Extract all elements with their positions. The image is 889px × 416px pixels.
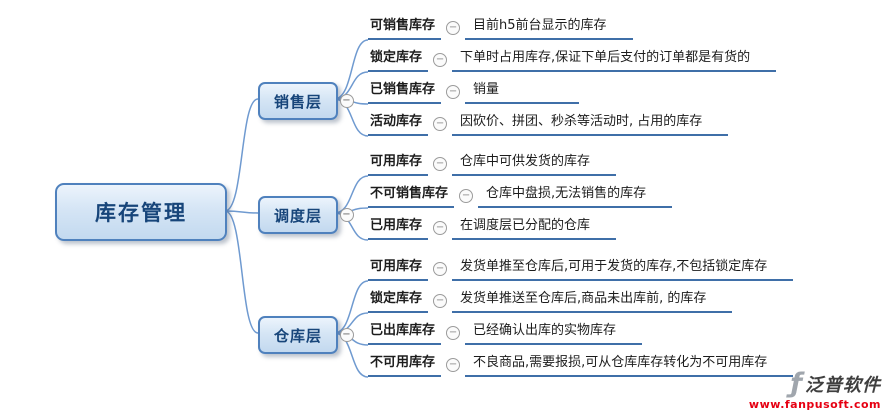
root-node[interactable]: 库存管理: [55, 183, 227, 241]
leaf-row: 活动库存 − 因砍价、拼团、秒杀等活动时, 占用的库存: [368, 114, 729, 136]
leaf-label: 已销售库存: [368, 82, 442, 104]
leaf-label: 不可用库存: [368, 355, 442, 377]
leaf-desc: 因砍价、拼团、秒杀等活动时, 占用的库存: [452, 114, 729, 136]
leaf-row: 锁定库存 − 下单时占用库存,保证下单后支付的订单都是有货的: [368, 50, 777, 72]
collapse-icon[interactable]: −: [433, 53, 448, 67]
branch-label: 销售层: [273, 92, 322, 111]
branch-dispatch-layer[interactable]: 调度层 −: [258, 196, 354, 234]
leaf-label: 可销售库存: [368, 18, 442, 40]
leaf-row: 可销售库存 − 目前h5前台显示的库存: [368, 18, 633, 40]
leaf-desc: 在调度层已分配的仓库: [452, 218, 617, 240]
leaf-row: 已销售库存 − 销量: [368, 82, 580, 104]
leaf-desc: 发货单推至仓库后,可用于发货的库存,不包括锁定库存: [452, 259, 794, 281]
leaf-row: 可用库存 − 发货单推至仓库后,可用于发货的库存,不包括锁定库存: [368, 259, 794, 281]
leaf-row: 已用库存 − 在调度层已分配的仓库: [368, 218, 617, 240]
collapse-icon[interactable]: −: [446, 21, 461, 35]
collapse-icon[interactable]: −: [433, 294, 448, 308]
root-label: 库存管理: [95, 201, 187, 225]
collapse-icon[interactable]: −: [446, 326, 461, 340]
collapse-icon[interactable]: −: [433, 157, 448, 171]
leaf-desc: 下单时占用库存,保证下单后支付的订单都是有货的: [452, 50, 777, 72]
leaf-row: 已出库库存 − 已经确认出库的实物库存: [368, 323, 643, 345]
leaf-desc: 仓库中可供发货的库存: [452, 154, 617, 176]
leaf-desc: 发货单推送至仓库后,商品未出库前, 的库存: [452, 291, 733, 313]
collapse-icon[interactable]: −: [446, 358, 461, 372]
leaf-desc: 已经确认出库的实物库存: [465, 323, 643, 345]
collapse-icon[interactable]: −: [433, 117, 448, 131]
leaf-label: 不可销售库存: [368, 186, 455, 208]
branch-warehouse-layer[interactable]: 仓库层 −: [258, 316, 354, 354]
collapse-icon[interactable]: −: [340, 94, 354, 108]
leaf-desc: 不良商品,需要报损,可从仓库库存转化为不可用库存: [465, 355, 794, 377]
leaf-label: 已用库存: [368, 218, 429, 240]
leaf-desc: 销量: [465, 82, 580, 104]
watermark-brand: 泛普软件: [805, 374, 881, 396]
collapse-icon[interactable]: −: [433, 221, 448, 235]
collapse-icon[interactable]: −: [459, 189, 474, 203]
watermark-url[interactable]: www.fanpusoft.com: [748, 398, 881, 411]
leaf-row: 不可用库存 − 不良商品,需要报损,可从仓库库存转化为不可用库存: [368, 355, 794, 377]
branch-label: 仓库层: [273, 326, 322, 345]
collapse-icon[interactable]: −: [433, 262, 448, 276]
leaf-label: 锁定库存: [368, 50, 429, 72]
leaf-row: 锁定库存 − 发货单推送至仓库后,商品未出库前, 的库存: [368, 291, 733, 313]
watermark: ƒ 泛普软件 www.fanpusoft.com: [749, 370, 881, 411]
leaf-row: 不可销售库存 − 仓库中盘损,无法销售的库存: [368, 186, 673, 208]
branch-sales-layer[interactable]: 销售层 −: [258, 82, 354, 120]
leaf-label: 已出库库存: [368, 323, 442, 345]
leaf-desc: 仓库中盘损,无法销售的库存: [478, 186, 673, 208]
branch-label: 调度层: [273, 206, 322, 225]
collapse-icon[interactable]: −: [340, 208, 354, 222]
collapse-icon[interactable]: −: [446, 85, 461, 99]
leaf-row: 可用库存 − 仓库中可供发货的库存: [368, 154, 617, 176]
collapse-icon[interactable]: −: [340, 328, 354, 342]
fanpu-logo-icon: ƒ: [790, 368, 802, 399]
leaf-label: 活动库存: [368, 114, 429, 136]
leaf-label: 可用库存: [368, 259, 429, 281]
leaf-label: 锁定库存: [368, 291, 429, 313]
leaf-label: 可用库存: [368, 154, 429, 176]
leaf-desc: 目前h5前台显示的库存: [465, 18, 633, 40]
